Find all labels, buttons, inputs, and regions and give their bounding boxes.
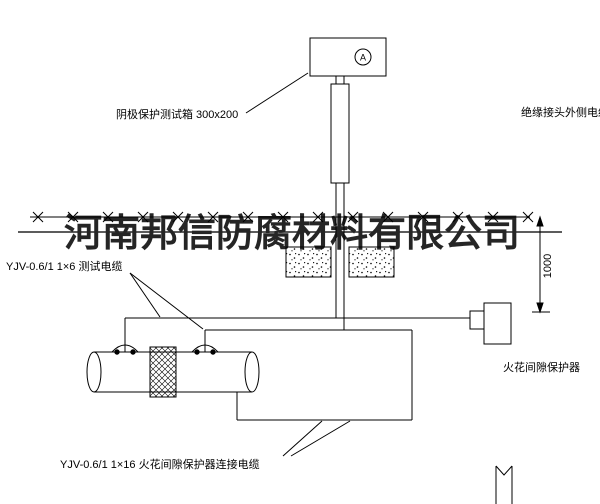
- dimension-arrow-top: [536, 215, 544, 227]
- watermark-group: 河南邦信防腐材料有限公司: [18, 213, 562, 255]
- pipe-end-left: [86, 351, 102, 393]
- ammeter-symbol: [354, 48, 372, 66]
- test-cable-leader-1: [129, 272, 161, 318]
- pipe-end-right: [244, 351, 260, 393]
- dimension-1000: 1000: [532, 215, 554, 314]
- concrete-block-left: [285, 246, 332, 278]
- spark-gap-protector-group: [469, 302, 512, 345]
- outer-cable-label: 绝缘接头外侧电缆: [521, 105, 600, 119]
- pipe-break-symbol: [495, 465, 513, 504]
- conduit-pipe: [330, 83, 350, 184]
- concrete-block-right: [348, 246, 395, 278]
- watermark-text: 河南邦信防腐材料有限公司: [64, 213, 520, 255]
- test-cable-label: YJV-0.6/1 1×6 测试电缆: [6, 260, 122, 273]
- cable-connection-dot: [114, 349, 120, 355]
- dimension-arrow-bottom: [536, 302, 544, 314]
- test-cables: [335, 217, 345, 330]
- spark-cable-leader-2: [290, 420, 351, 457]
- cable-connection-dot: [210, 349, 216, 355]
- insulating-joint: [149, 346, 177, 398]
- cable-runs: [124, 317, 470, 421]
- spark-cable-label: YJV-0.6/1 1×16 火花间隙保护器连接电缆: [60, 457, 260, 471]
- cable-loop-right: [191, 344, 219, 353]
- cable-connection-dot: [130, 349, 136, 355]
- test-cable-leader-2: [129, 272, 204, 330]
- test-box-label: 阴极保护测试箱 300x200: [116, 107, 238, 121]
- cable-loop-left: [111, 344, 139, 353]
- spark-cable-leader-1: [282, 420, 323, 457]
- dimension-text: 1000: [542, 254, 554, 278]
- pipeline-group: [86, 344, 260, 398]
- test-box-leader-line: [245, 72, 309, 114]
- spark-gap-neck: [469, 310, 485, 330]
- ground-surface-marks: [32, 211, 534, 223]
- spark-protector-label: 火花间隙保护器: [503, 360, 580, 374]
- test-box: [309, 37, 387, 77]
- ground-line-group: [30, 211, 534, 223]
- test-post-conduit: [330, 76, 350, 217]
- ammeter-label: A: [360, 53, 366, 63]
- test-box-group: A: [309, 37, 387, 77]
- cable-connection-dot: [194, 349, 200, 355]
- spark-gap-protector: [483, 302, 512, 345]
